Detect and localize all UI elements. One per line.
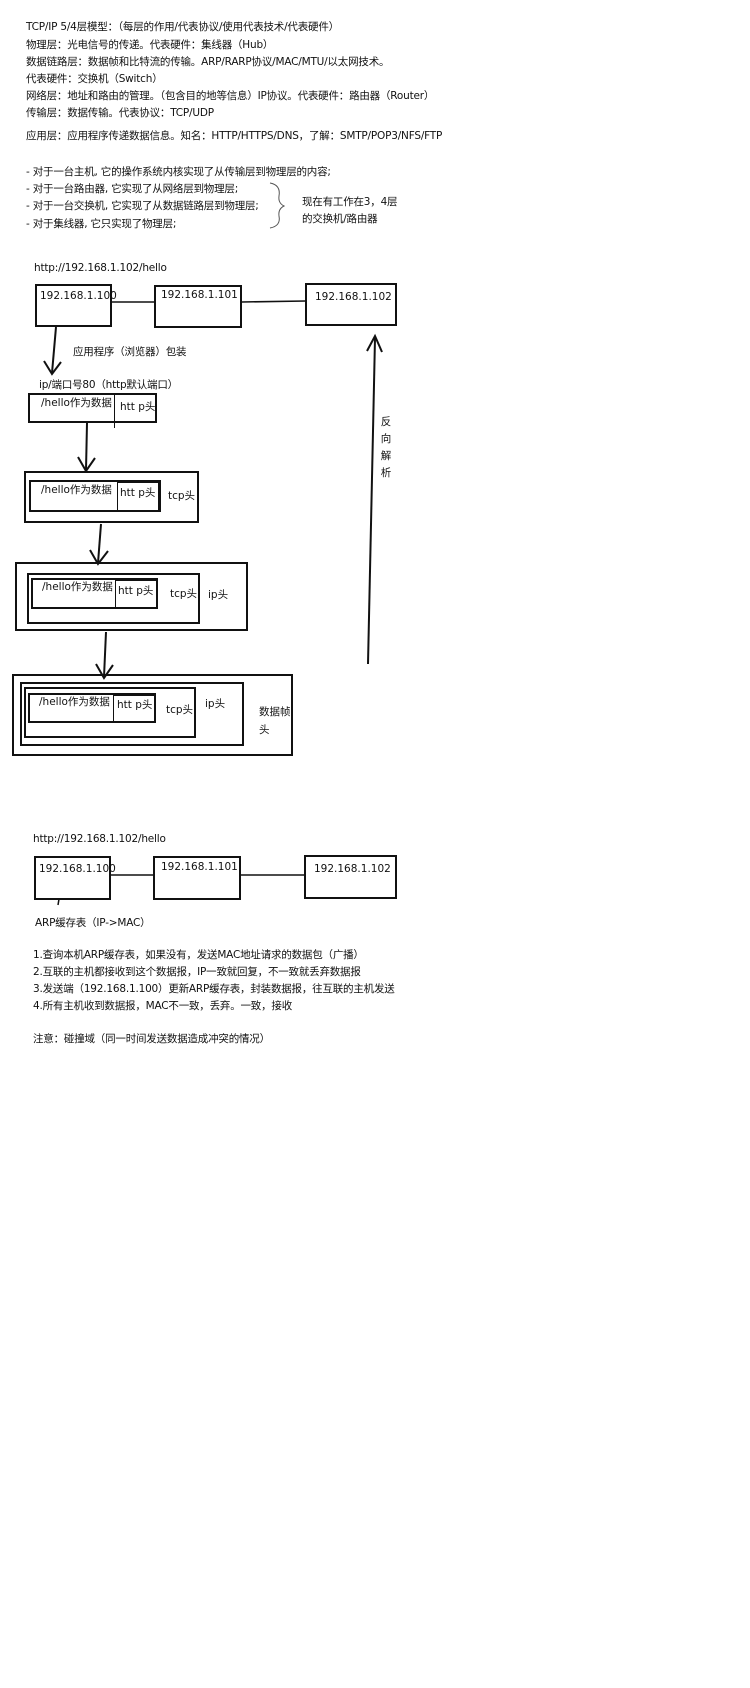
collision-note: 注意：碰撞域（同一时间发送数据造成冲突的情况） xyxy=(33,1033,270,1045)
note-switch: - 对于一台交换机, 它实现了从数据链路层到物理层; xyxy=(26,200,259,212)
datalink-layer-text: 数据链路层：数据帧和比特流的传输。ARP/RARP协议/MAC/MTU/以太网技… xyxy=(26,56,390,68)
host-box-100: 192.168.1.100 xyxy=(35,284,117,327)
note-router: - 对于一台路由器, 它实现了从网络层到物理层; xyxy=(26,183,239,195)
http-header-label: htt p头 xyxy=(118,585,154,597)
arp-step-3: 3.发送端（192.168.1.100）更新ARP缓存表，封装数据报，往互联的主… xyxy=(33,983,395,995)
http-header-label: htt p头 xyxy=(120,487,156,499)
app-wrap-label: 应用程序（浏览器）包装 xyxy=(73,346,187,358)
arrow-down-3 xyxy=(89,523,109,566)
host-ip-102: 192.168.1.102 xyxy=(315,291,392,303)
http-header-label: htt p头 xyxy=(120,401,156,413)
arrow-down-4 xyxy=(95,631,114,680)
transport-layer-text: 传输层：数据传输。代表协议：TCP/UDP xyxy=(26,107,214,119)
note-host: - 对于一台主机, 它的操作系统内核实现了从传输层到物理层的内容; xyxy=(26,166,331,178)
packet-http-inner: /hello作为数据 htt p头 xyxy=(31,578,158,609)
layer-model-title: TCP/IP 5/4层模型：（每层的作用/代表协议/使用代表技术/代表硬件） xyxy=(26,21,339,33)
arp-step-4: 4.所有主机收到数据报，MAC不一致，丢弃。一致，接收 xyxy=(33,1000,293,1012)
host2-ip-102: 192.168.1.102 xyxy=(314,863,391,875)
application-layer-text: 应用层：应用程序传递数据信息。知名：HTTP/HTTPS/DNS，了解：SMTP… xyxy=(26,130,443,142)
datalink-hardware-text: 代表硬件：交换机（Switch） xyxy=(26,73,163,85)
ip-header-label: ip头 xyxy=(205,698,226,710)
reverse-parse-label: 反向解析 xyxy=(380,416,392,479)
packet-tcp: /hello作为数据 htt p头 tcp头 xyxy=(24,471,199,523)
diagram2-url: http://192.168.1.102/hello xyxy=(33,833,166,845)
brace-note-line2: 的交换机/路由器 xyxy=(302,213,378,225)
host2-box-102: 192.168.1.102 xyxy=(304,855,397,899)
packet-ip: /hello作为数据 htt p头 tcp头 ip头 xyxy=(15,562,248,631)
curly-brace xyxy=(269,182,286,229)
tcp-header-label: tcp头 xyxy=(166,704,194,716)
packet-http-inner: /hello作为数据 htt p头 xyxy=(29,480,161,512)
port-note: ip/端口号80（http默认端口） xyxy=(39,379,178,391)
packet-tcp-inner: /hello作为数据 htt p头 tcp头 xyxy=(24,687,196,738)
brace-note-line1: 现在有工作在3，4层 xyxy=(302,196,398,208)
http-header-label: htt p头 xyxy=(117,699,153,711)
frame-header-label-1: 数据帧 xyxy=(259,706,291,718)
host2-ip-100: 192.168.1.100 xyxy=(39,863,116,875)
physical-layer-text: 物理层：光电信号的传递。代表硬件：集线器（Hub） xyxy=(26,39,274,51)
note-hub: - 对于集线器, 它只实现了物理层; xyxy=(26,218,177,230)
packet-frame: /hello作为数据 htt p头 tcp头 ip头 数据帧 头 xyxy=(12,674,293,756)
host2-box-101: 192.168.1.101 xyxy=(153,856,241,900)
link-101-102 xyxy=(241,300,307,303)
data-label: /hello作为数据 xyxy=(39,696,110,708)
data-label: /hello作为数据 xyxy=(41,397,112,409)
tcp-header-label: tcp头 xyxy=(168,490,196,502)
host-ip-101: 192.168.1.101 xyxy=(161,289,238,301)
packet-tcp-inner: /hello作为数据 htt p头 tcp头 xyxy=(27,573,200,624)
frame-header-label-2: 头 xyxy=(259,724,270,736)
arp-step-1: 1.查询本机ARP缓存表，如果没有，发送MAC地址请求的数据包（广播） xyxy=(33,949,364,961)
packet-http: /hello作为数据 htt p头 xyxy=(28,393,157,428)
arp-cache-label: ARP缓存表（IP->MAC） xyxy=(35,917,151,929)
packet-http-inner: /hello作为数据 htt p头 xyxy=(28,693,156,723)
host-box-101: 192.168.1.101 xyxy=(154,285,242,328)
http-header-box: htt p头 xyxy=(117,482,159,511)
arrow-up-reverse xyxy=(366,333,383,665)
diagram1-url: http://192.168.1.102/hello xyxy=(34,262,167,274)
network-layer-text: 网络层：地址和路由的管理。（包含目的地等信息）IP协议。代表硬件：路由器（Rou… xyxy=(26,90,435,102)
data-label: /hello作为数据 xyxy=(41,484,112,496)
host2-ip-101: 192.168.1.101 xyxy=(161,861,238,873)
arrow-down-1 xyxy=(43,326,62,376)
host2-box-100: 192.168.1.100 xyxy=(34,856,116,900)
http-header-box: htt p头 xyxy=(115,580,157,608)
ip-header-label: ip头 xyxy=(208,589,229,601)
arp-step-2: 2.互联的主机都接收到这个数据报，IP一致就回复，不一致就丢弃数据报 xyxy=(33,966,361,978)
host-ip-100: 192.168.1.100 xyxy=(40,290,117,302)
divider xyxy=(114,395,115,428)
tcp-header-label: tcp头 xyxy=(170,588,198,600)
host-box-102: 192.168.1.102 xyxy=(305,283,397,326)
arrow-down-2 xyxy=(77,422,96,473)
http-header-box: htt p头 xyxy=(113,695,155,722)
data-label: /hello作为数据 xyxy=(42,581,113,593)
packet-ip-inner: /hello作为数据 htt p头 tcp头 ip头 xyxy=(20,682,244,746)
host2-stub xyxy=(57,898,60,906)
